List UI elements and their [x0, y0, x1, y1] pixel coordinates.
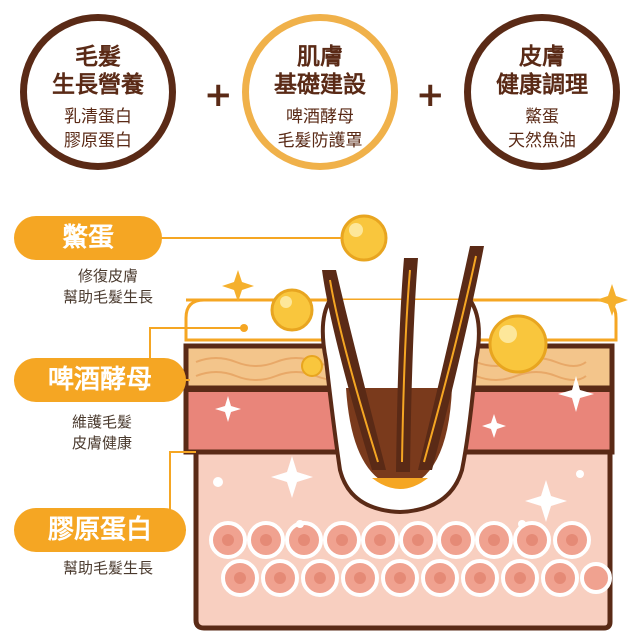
- circle-body-line: 乳清蛋白: [64, 107, 132, 127]
- circle-body-line: 鱉蛋: [525, 107, 559, 127]
- hair-highlights: [329, 255, 477, 463]
- ingredient-desc-line: 維護毛髮: [71, 413, 132, 431]
- ingredient-desc-line: 幫助毛髮生長: [62, 559, 153, 577]
- circle-skin-foundation: 肌膚 基礎建設 啤酒酵母 毛髮防護罩: [242, 14, 398, 170]
- circle-skin-health: 皮膚 健康調理 鱉蛋 天然魚油: [464, 14, 620, 170]
- circle-body-line: 啤酒酵母: [286, 107, 354, 127]
- ingredient-desc: 幫助毛髮生長: [40, 558, 176, 579]
- circle-hair-growth-nutrition: 毛髮 生長營養 乳清蛋白 膠原蛋白: [20, 14, 176, 170]
- circle-title-line: 肌膚: [297, 44, 343, 70]
- ingredient-desc-line: 修復皮膚: [77, 267, 138, 285]
- ingredient-desc-line: 皮膚健康: [71, 434, 132, 452]
- plus-sign: +: [416, 75, 445, 115]
- white-sparkles: [213, 376, 594, 528]
- fat-cells: [209, 521, 612, 597]
- circle-title-line: 皮膚: [519, 44, 565, 70]
- ingredient-pill-collagen: 膠原蛋白: [14, 508, 186, 552]
- circle-body-line: 毛髮防護罩: [277, 131, 363, 151]
- circle-title-line: 毛髮: [75, 44, 121, 70]
- ingredient-desc: 維護毛髮 皮膚健康: [40, 412, 164, 454]
- ingredient-desc-line: 幫助毛髮生長: [62, 288, 153, 306]
- ingredient-pill-brewers-yeast: 啤酒酵母: [14, 358, 186, 402]
- circle-title-line: 基礎建設: [274, 72, 366, 98]
- gold-sparkles: [222, 270, 628, 316]
- ingredient-desc: 修復皮膚 幫助毛髮生長: [40, 266, 176, 308]
- circle-body-line: 膠原蛋白: [64, 131, 132, 151]
- plus-sign: +: [204, 75, 233, 115]
- circle-body-line: 天然魚油: [508, 131, 576, 151]
- nutrient-droplets: [270, 214, 548, 377]
- ingredient-pill-turtle-egg: 鱉蛋: [14, 216, 162, 260]
- circle-title-line: 生長營養: [52, 72, 144, 98]
- circle-title-line: 健康調理: [496, 72, 588, 98]
- connector-dot: [240, 324, 248, 332]
